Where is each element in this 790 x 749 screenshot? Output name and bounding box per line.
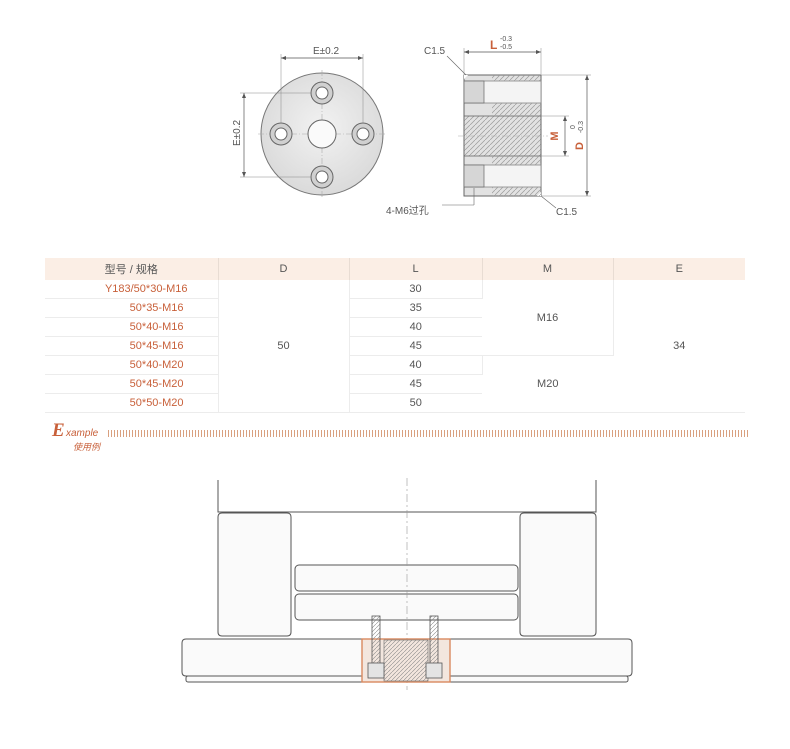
e-dimension-side: E±0.2 bbox=[232, 120, 243, 146]
e-cell: 34 bbox=[613, 280, 745, 413]
table-row: 50*40-M20 40 M20 bbox=[45, 355, 745, 413]
header-l: L bbox=[349, 258, 483, 280]
model-cell: 50*40-M20 bbox=[45, 355, 219, 375]
d-label: D bbox=[574, 142, 586, 150]
example-banner: E xample 使用例 bbox=[52, 420, 752, 452]
l-cell: 50 bbox=[349, 393, 482, 413]
example-divider bbox=[108, 430, 748, 437]
header-m: M bbox=[482, 258, 614, 280]
section-view: L -0.3 -0.5 C1.5 C1.5 4-M6过孔 M D 0 -0.3 bbox=[386, 36, 591, 218]
l-cell: 45 bbox=[349, 336, 482, 356]
chamfer-label-bottom: C1.5 bbox=[556, 207, 578, 218]
example-cn-label: 使用例 bbox=[73, 442, 101, 452]
m-label: M bbox=[549, 131, 561, 140]
d-cell: 50 bbox=[218, 280, 350, 413]
right-block bbox=[519, 512, 597, 637]
model-cell: 50*45-M20 bbox=[45, 374, 219, 394]
center-hole bbox=[307, 119, 337, 149]
front-view: E±0.2 E±0.2 bbox=[232, 46, 386, 198]
l-tolerance-upper: -0.3 bbox=[500, 36, 512, 43]
l-cell: 40 bbox=[349, 317, 482, 337]
upper-plate bbox=[294, 564, 519, 592]
l-label: L bbox=[490, 38, 497, 52]
table-header-row: 型号 / 规格 D L M E bbox=[45, 258, 745, 280]
example-word: xample bbox=[66, 428, 99, 439]
d-tolerance-upper: 0 bbox=[570, 125, 577, 129]
header-d: D bbox=[218, 258, 350, 280]
model-cell: 50*35-M16 bbox=[45, 298, 219, 318]
m-cell-m20: M20 bbox=[482, 355, 613, 413]
bolts bbox=[367, 615, 443, 679]
m-cell-m16: M16 bbox=[482, 280, 614, 356]
l-cell: 45 bbox=[349, 374, 482, 394]
table-row: 50*40-M16 40 bbox=[45, 317, 745, 337]
table-row: Y183/50*30-M16 50 30 M16 34 bbox=[45, 280, 745, 413]
example-letter: E bbox=[52, 420, 65, 441]
bolt-holes bbox=[269, 81, 375, 189]
assembly-drawing bbox=[181, 478, 633, 690]
chamfer-label-top: C1.5 bbox=[424, 46, 446, 57]
table-row: 50*50-M20 50 bbox=[45, 393, 745, 413]
header-model: 型号 / 规格 bbox=[45, 258, 219, 280]
left-block bbox=[217, 512, 292, 637]
l-cell: 35 bbox=[349, 298, 482, 318]
model-cell: 50*50-M20 bbox=[45, 393, 219, 413]
model-cell: Y183/50*30-M16 bbox=[45, 280, 219, 299]
part-drawing: E±0.2 E±0.2 L -0.3 -0.5 C1.5 bbox=[232, 36, 591, 218]
header-e: E bbox=[613, 258, 745, 280]
l-cell: 30 bbox=[349, 280, 483, 299]
hole-note: 4-M6过孔 bbox=[386, 204, 429, 217]
l-tolerance-lower: -0.5 bbox=[500, 44, 512, 51]
lower-plate bbox=[294, 593, 519, 621]
d-tolerance-lower: -0.3 bbox=[578, 121, 585, 133]
table-row: 50*35-M16 35 bbox=[45, 298, 745, 318]
table-row: 50*45-M20 45 bbox=[45, 374, 745, 394]
model-cell: 50*40-M16 bbox=[45, 317, 219, 337]
l-cell: 40 bbox=[349, 355, 483, 375]
e-dimension-top: E±0.2 bbox=[313, 46, 339, 57]
spec-table: 型号 / 规格 D L M E Y183/50*30-M16 50 30 M16… bbox=[45, 258, 745, 413]
table-row: 50*45-M16 45 bbox=[45, 336, 745, 356]
model-cell: 50*45-M16 bbox=[45, 336, 219, 356]
